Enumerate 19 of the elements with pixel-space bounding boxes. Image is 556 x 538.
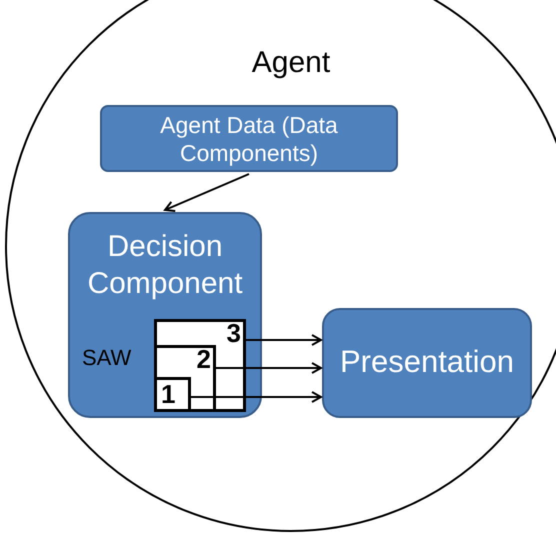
stack-label: SAW xyxy=(82,345,132,371)
node-label: Agent Data (Data Components) xyxy=(159,111,339,167)
arrow xyxy=(215,362,322,374)
node-label: 2 xyxy=(196,344,211,374)
arrow xyxy=(190,391,322,403)
component-box xyxy=(68,212,262,418)
node-label: Decision Component xyxy=(86,229,244,302)
node-label: 1 xyxy=(161,379,176,409)
component-box xyxy=(100,105,398,172)
stack-box xyxy=(154,319,246,412)
arrow xyxy=(245,334,322,346)
arrow xyxy=(164,173,250,212)
stack-box xyxy=(154,345,216,412)
component-box xyxy=(322,308,532,418)
node-label: Presentation xyxy=(338,343,516,381)
stack-box xyxy=(154,377,191,412)
node-label: 3 xyxy=(226,318,241,348)
node-label: Agent xyxy=(250,46,332,80)
agent-circle xyxy=(5,0,556,532)
